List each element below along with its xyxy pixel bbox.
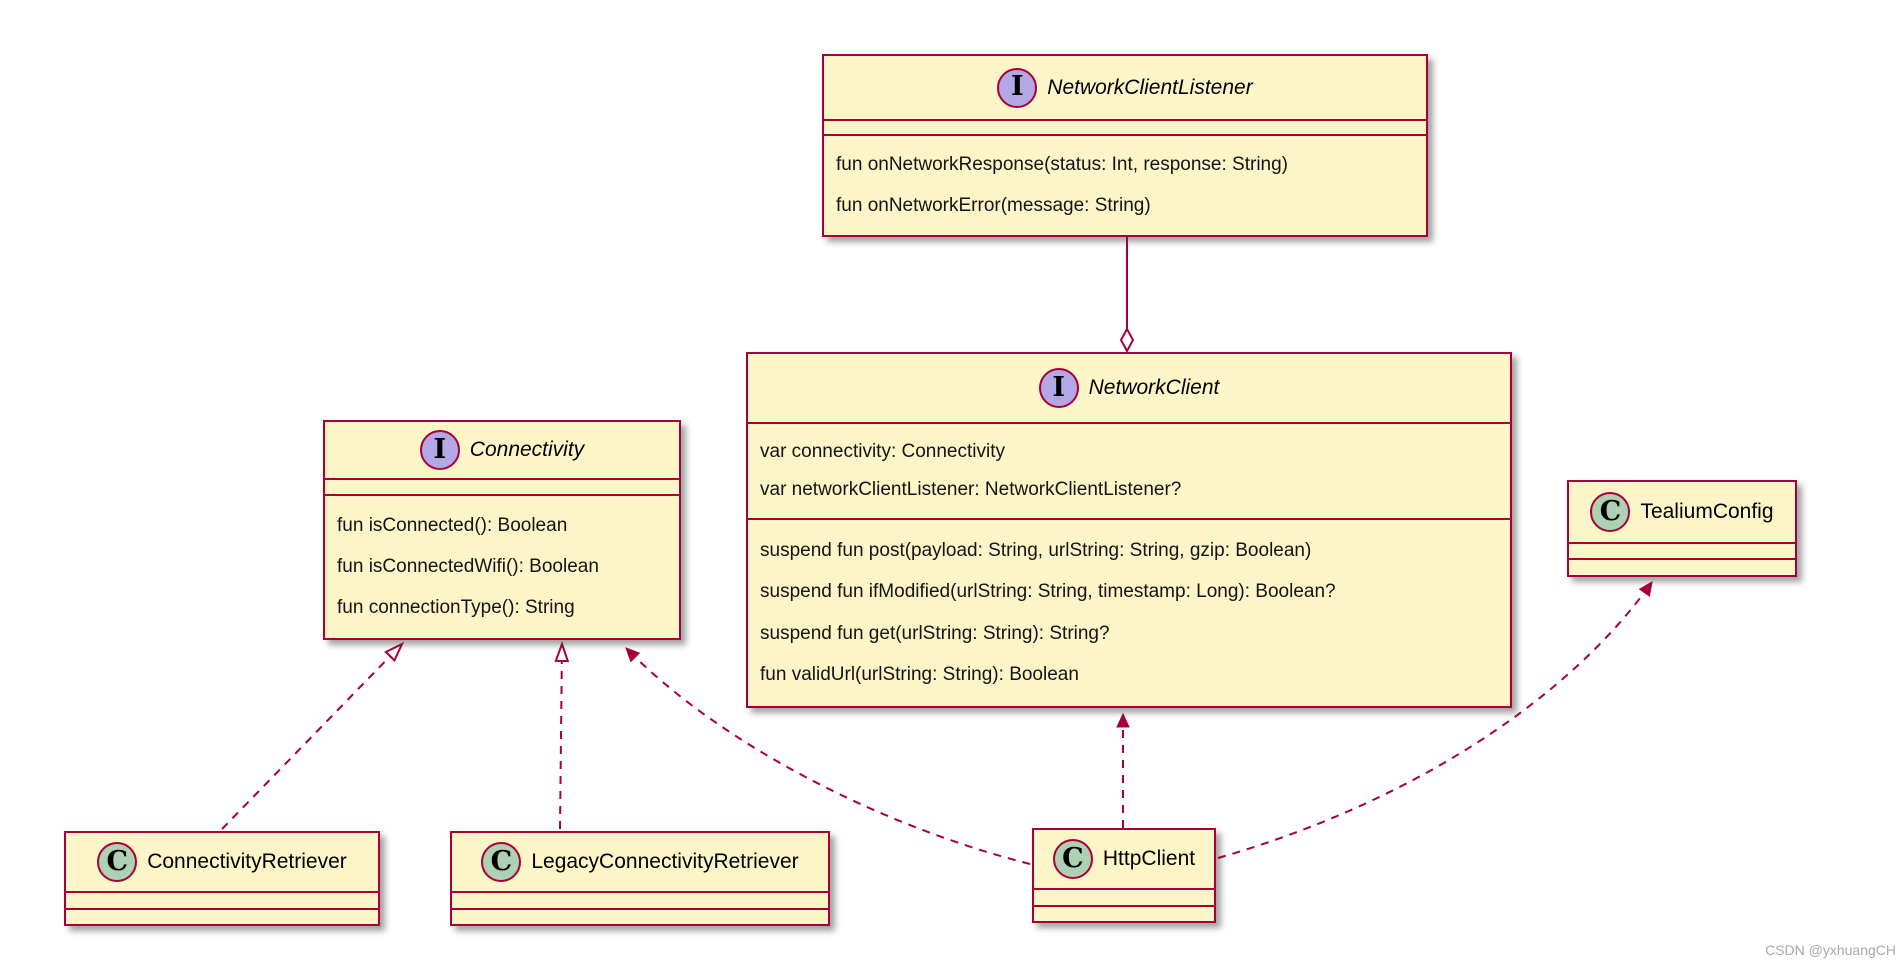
class-name: LegacyConnectivityRetriever bbox=[531, 850, 799, 873]
interface-icon: I bbox=[419, 430, 460, 470]
method: suspend fun get(urlString: String): Stri… bbox=[760, 622, 1110, 644]
class-title: I NetworkClientListener bbox=[824, 56, 1426, 119]
method: fun connectionType(): String bbox=[337, 597, 575, 618]
method: fun validUrl(urlString: String): Boolean bbox=[760, 664, 1079, 686]
methods-section-empty bbox=[1569, 558, 1795, 575]
class-icon: C bbox=[1052, 839, 1093, 879]
methods-section: fun onNetworkResponse(status: Int, respo… bbox=[824, 134, 1426, 235]
class-title: C LegacyConnectivityRetriever bbox=[452, 833, 828, 891]
class-title: I NetworkClient bbox=[748, 354, 1510, 422]
class-box-tealiumconfig: C TealiumConfig bbox=[1567, 480, 1797, 577]
class-box-connectivity: I Connectivity fun isConnected(): Boolea… bbox=[323, 420, 681, 640]
attributes-section-empty bbox=[325, 478, 679, 494]
method: suspend fun ifModified(urlString: String… bbox=[760, 581, 1336, 603]
method: fun onNetworkResponse(status: Int, respo… bbox=[836, 154, 1289, 176]
watermark: CSDN @yxhuangCH bbox=[1765, 942, 1896, 958]
class-box-httpclient: C HttpClient bbox=[1032, 828, 1216, 923]
method: fun onNetworkError(message: String) bbox=[836, 194, 1151, 216]
class-name: HttpClient bbox=[1102, 847, 1196, 870]
class-name: NetworkClient bbox=[1088, 376, 1220, 399]
edge-httpclient-depends-tealiumconfig bbox=[1217, 581, 1653, 859]
class-box-legacyconnectivityretriever: C LegacyConnectivityRetriever bbox=[450, 831, 830, 926]
class-icon: C bbox=[481, 842, 522, 882]
method: fun isConnectedWifi(): Boolean bbox=[337, 556, 599, 577]
attributes-section-empty bbox=[452, 891, 828, 908]
class-title: C HttpClient bbox=[1034, 830, 1214, 888]
method: suspend fun post(payload: String, urlStr… bbox=[760, 539, 1312, 561]
class-title: C ConnectivityRetriever bbox=[66, 833, 378, 891]
edge-httpclient-depends-connectivity bbox=[625, 647, 1031, 865]
class-box-networkclient: I NetworkClient var connectivity: Connec… bbox=[746, 352, 1512, 708]
attribute: var networkClientListener: NetworkClient… bbox=[760, 479, 1182, 501]
method: fun isConnected(): Boolean bbox=[337, 515, 568, 536]
class-name: TealiumConfig bbox=[1640, 500, 1774, 523]
attributes-section-empty bbox=[1034, 888, 1214, 905]
class-name: NetworkClientListener bbox=[1047, 75, 1253, 99]
edge-connectivityretriever-realizes-connectivity bbox=[221, 641, 405, 830]
methods-section: fun isConnected(): Boolean fun isConnect… bbox=[325, 494, 679, 638]
attributes-section-empty bbox=[1569, 542, 1795, 558]
class-box-networkclientlistener: I NetworkClientListener fun onNetworkRes… bbox=[822, 54, 1428, 237]
methods-section-empty bbox=[66, 908, 378, 924]
class-icon: C bbox=[97, 842, 138, 882]
attributes-section-empty bbox=[66, 891, 378, 908]
attributes-section-empty bbox=[824, 119, 1426, 134]
class-box-connectivityretriever: C ConnectivityRetriever bbox=[64, 831, 380, 926]
class-name: Connectivity bbox=[469, 438, 585, 461]
attribute: var connectivity: Connectivity bbox=[760, 440, 1005, 462]
interface-icon: I bbox=[1038, 368, 1079, 408]
class-title: C TealiumConfig bbox=[1569, 482, 1795, 542]
class-name: ConnectivityRetriever bbox=[147, 850, 347, 873]
attributes-section: var connectivity: Connectivity var netwo… bbox=[748, 422, 1510, 518]
methods-section-empty bbox=[1034, 905, 1214, 921]
edge-legacyconnectivityretriever-realizes-connectivity bbox=[554, 640, 570, 830]
methods-section: suspend fun post(payload: String, urlStr… bbox=[748, 518, 1510, 706]
methods-section-empty bbox=[452, 908, 828, 924]
interface-icon: I bbox=[997, 67, 1038, 108]
class-title: I Connectivity bbox=[325, 422, 679, 478]
class-icon: C bbox=[1590, 492, 1631, 532]
